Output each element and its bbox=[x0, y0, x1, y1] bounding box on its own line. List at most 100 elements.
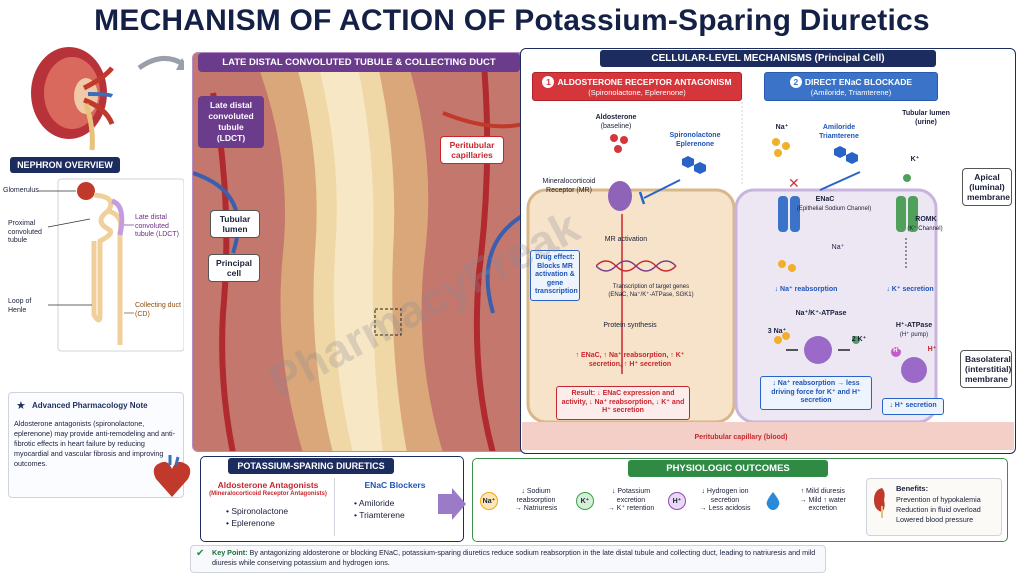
tubular-lumen-tag: Tubular lumen bbox=[210, 210, 260, 238]
star-icon: ★ bbox=[16, 400, 26, 412]
collecting-duct-label: Collecting duct (CD) bbox=[135, 302, 181, 318]
key-point-text-block: Key Point: By antagonizing aldosterone o… bbox=[212, 548, 822, 568]
mech2-drugs: Amiloride Triamterene bbox=[819, 124, 859, 140]
classes-header: POTASSIUM-SPARING DIURETICS bbox=[228, 458, 394, 474]
nephron-diagram bbox=[38, 178, 184, 352]
enac-item: • Amiloride bbox=[354, 498, 395, 508]
aldosterone-baseline: (baseline) bbox=[600, 123, 632, 130]
nephron-overview-header: NEPHRON OVERVIEW bbox=[10, 157, 120, 173]
mech2-subtitle: (Amiloride, Triamterene) bbox=[810, 88, 892, 97]
na-inside-label: Na⁺ bbox=[831, 244, 845, 251]
sodium-icon: Na⁺ bbox=[480, 491, 498, 510]
hydrogen-icon: H⁺ bbox=[668, 491, 686, 510]
advanced-note-card bbox=[8, 392, 184, 498]
enac-sublabel: (Epithelial Sodium Channel) bbox=[796, 206, 872, 212]
note-heading: Advanced Pharmacology Note bbox=[32, 401, 148, 410]
mineralocorticoid-receptor-icon bbox=[608, 179, 681, 211]
kidney-small-icon bbox=[874, 488, 885, 518]
two-k-label: 2 K⁺ bbox=[851, 336, 867, 343]
triamterene-item: Triamterene bbox=[359, 510, 405, 520]
blocker-molecule-icon bbox=[834, 146, 858, 164]
kidney-illustration bbox=[31, 47, 184, 151]
enac-label: ENaC bbox=[815, 196, 835, 203]
protein-synthesis: Protein synthesis bbox=[603, 322, 657, 329]
outcome-hydrogen-line1: ↓ Hydrogen ion secretion bbox=[701, 488, 749, 504]
aldosterone-label: Aldosterone bbox=[595, 114, 637, 121]
aldo-item: • Eplerenone bbox=[226, 518, 275, 528]
outcome-potassium: K⁺ ↓ Potassium excretion→ K⁺ retention bbox=[576, 488, 664, 514]
h-plus-label: H⁺ bbox=[927, 346, 937, 353]
pathway-arrow bbox=[621, 214, 623, 374]
mech1-title: ALDOSTERONE RECEPTOR ANTAGONISM bbox=[557, 77, 732, 87]
heart-icon bbox=[153, 455, 191, 497]
h-secretion-box: ↓ H⁺ secretion bbox=[882, 398, 944, 415]
tubular-lumen-urine: Tubular lumen (urine) bbox=[902, 110, 950, 126]
mech2-number: 2 bbox=[789, 76, 802, 88]
drug-effect-box: Drug effect: Blocks MR activation & gene… bbox=[530, 250, 580, 301]
romk-sublabel: (K⁺ Channel) bbox=[907, 226, 943, 232]
enac-blockers-title: ENaC Blockers bbox=[364, 480, 426, 490]
benefit-item: Reduction in fluid overload bbox=[896, 505, 981, 514]
outcome-sodium: Na⁺ ↓ Sodium reabsorption→ Natriuresis bbox=[480, 488, 570, 514]
channel-icons: ✕ bbox=[778, 171, 918, 272]
outcome-diuresis-line2: → Mild ↑ water excretion bbox=[799, 496, 846, 513]
dna-icon bbox=[596, 260, 677, 272]
arrow-right-icon bbox=[438, 488, 466, 520]
principal-cell-tag: Principal cell bbox=[208, 254, 260, 282]
key-point-text: By antagonizing aldosterone or blocking … bbox=[212, 548, 816, 567]
spironolactone-item: Spironolactone bbox=[231, 506, 289, 516]
outcome-diuresis-line1: ↑ Mild diuresis bbox=[800, 488, 845, 495]
key-point-card bbox=[190, 545, 826, 573]
h-atpase-icon bbox=[891, 347, 927, 383]
transcription-label: Transcription of target genes bbox=[612, 284, 690, 290]
nephron-ldct-label: Late distal convoluted tubule (LDCT) bbox=[135, 214, 179, 238]
page-title: MECHANISM OF ACTION OF Potassium-Sparing… bbox=[94, 4, 930, 37]
k-lumen-label: K⁺ bbox=[910, 156, 920, 163]
mech1-result-box: Result: ↓ ENaC expression and activity, … bbox=[556, 386, 690, 420]
k-secretion-decrease: ↓ K⁺ secretion bbox=[886, 286, 934, 293]
peritubular-capillaries-tag: Peritubular capillaries bbox=[440, 136, 504, 164]
mech1-subtitle: (Spironolactone, Eplerenone) bbox=[588, 88, 686, 97]
classes-divider bbox=[334, 478, 335, 536]
romk-label: ROMK bbox=[915, 216, 937, 223]
h-ion-label: H⁺ bbox=[893, 348, 901, 354]
outcome-hydrogen-line2: → Less acidosis bbox=[699, 505, 751, 512]
h-atpase-label: H⁺-ATPase bbox=[895, 322, 933, 329]
basolateral-membrane-label: Basolateral (interstitial) membrane bbox=[960, 350, 1012, 388]
proximal-label: Proximal convoluted tubule bbox=[8, 220, 42, 244]
ldct-tag: Late distal convoluted tubule (LDCT) bbox=[198, 96, 264, 148]
benefits-card bbox=[866, 478, 1002, 536]
outcome-sodium-line1: ↓ Sodium reabsorption bbox=[516, 488, 556, 504]
water-drop-icon bbox=[766, 491, 780, 510]
less-driving-force-box: ↓ Na⁺ reabsorption → less driving force … bbox=[760, 376, 872, 410]
cellular-header: CELLULAR-LEVEL MECHANISMS (Principal Cel… bbox=[600, 50, 936, 67]
aldo-antagonists-title: Aldosterone Antagonists bbox=[217, 480, 319, 490]
aldo-antagonists-sub: (Mineralocorticoid Receptor Antagonists) bbox=[209, 491, 327, 497]
aldo-item: • Spironolactone bbox=[226, 506, 289, 516]
outcome-hydrogen: H⁺ ↓ Hydrogen ion secretion→ Less acidos… bbox=[668, 488, 760, 514]
check-icon: ✔ bbox=[196, 548, 205, 559]
benefit-item: Prevention of hypokalemia bbox=[896, 495, 981, 504]
target-genes: (ENaC, Na⁺/K⁺-ATPase, SGK1) bbox=[608, 292, 694, 298]
note-text: Aldosterone antagonists (spironolactone,… bbox=[14, 419, 176, 468]
apical-membrane-label: Apical (luminal) membrane bbox=[962, 168, 1012, 206]
aldo-antagonists-list: • Spironolactone • Eplerenone bbox=[226, 505, 288, 529]
benefits-title: Benefits: bbox=[896, 484, 929, 493]
aldosterone-molecule-icon bbox=[610, 134, 628, 153]
mech2-title: DIRECT ENaC BLOCKADE bbox=[804, 77, 913, 87]
receptor-label: Mineralocorticoid Receptor (MR) bbox=[542, 178, 596, 194]
glomerulus-label: Glomerulus bbox=[3, 187, 39, 194]
na-k-atpase-icon bbox=[774, 332, 860, 364]
enac-item: • Triamterene bbox=[354, 510, 405, 520]
na-reabsorption-decrease: ↓ Na⁺ reabsorption bbox=[774, 286, 838, 293]
amiloride-item: Amiloride bbox=[358, 498, 395, 508]
tubule-panel-header: LATE DISTAL CONVOLUTED TUBULE & COLLECTI… bbox=[198, 53, 520, 72]
peritubular-capillary-label: Peritubular capillary (blood) bbox=[694, 434, 788, 441]
benefits-list: Prevention of hypokalemia Reduction in f… bbox=[896, 495, 981, 525]
outcome-potassium-line2: → K⁺ retention bbox=[607, 505, 655, 512]
mech1-number: 1 bbox=[542, 76, 555, 88]
na-lumen-label: Na⁺ bbox=[775, 124, 789, 131]
mech1-drugs: Spironolactone Eplerenone bbox=[669, 132, 721, 148]
